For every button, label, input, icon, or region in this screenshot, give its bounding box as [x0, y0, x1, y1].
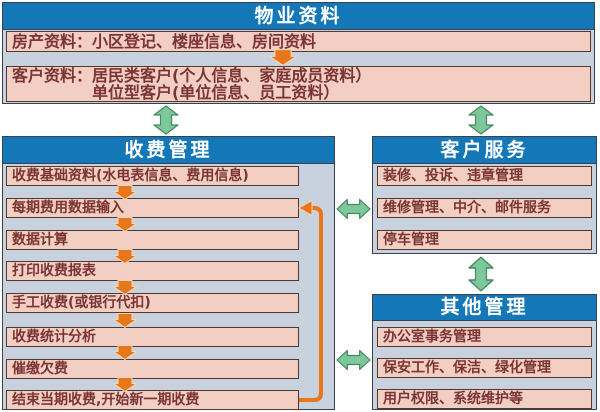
other-management-title: 其他管理 [373, 295, 596, 321]
fee-step-print-report: 打印收费报表 [6, 261, 299, 281]
down-arrow-icon [113, 185, 137, 200]
fee-step-calculation: 数据计算 [6, 230, 299, 250]
other-item-office: 办公室事务管理 [377, 327, 592, 347]
down-arrow-icon [113, 280, 137, 295]
down-arrow-icon [113, 217, 137, 232]
down-arrow-icon [113, 249, 137, 264]
customer-info-line: 单位型客户(单位信息、员工资料） [92, 83, 340, 102]
fee-management-panel: 收费管理 收费基础资料(水电表信息、费用信息) 每期费用数据输入 数据计算 打印… [2, 136, 335, 410]
fee-step-base-data: 收费基础资料(水电表信息、费用信息) [6, 166, 299, 186]
double-arrow-vertical-icon [468, 105, 494, 135]
property-info-panel: 物业资料 房产资料：小区登记、楼座信息、房间资料 客户资料： 居民类客户(个人信… [2, 2, 595, 104]
down-arrow-icon [113, 345, 137, 360]
customer-info-line: 居民类客户(个人信息、家庭成员资料） [92, 66, 372, 85]
down-arrow-icon [113, 313, 137, 328]
customer-info-lines: 居民类客户(个人信息、家庭成员资料） 单位型客户(单位信息、员工资料） [92, 67, 371, 101]
customer-service-title: 客户服务 [373, 137, 596, 164]
estate-info-row: 房产资料：小区登记、楼座信息、房间资料 [6, 31, 591, 52]
down-arrow-icon [113, 377, 137, 392]
other-item-security: 保安工作、保洁、绿化管理 [377, 358, 592, 378]
customer-service-panel: 客户服务 装修、投诉、违章管理 维修管理、中介、邮件服务 停车管理 [372, 136, 597, 254]
service-item-decoration: 装修、投诉、违章管理 [377, 166, 592, 186]
other-item-sysadmin: 用户权限、系统维护等 [377, 389, 592, 409]
double-arrow-horizontal-icon [336, 349, 371, 371]
fee-step-manual-fee: 手工收费(或银行代扣) [6, 293, 299, 313]
double-arrow-vertical-icon [468, 256, 494, 292]
customer-info-row: 客户资料： 居民类客户(个人信息、家庭成员资料） 单位型客户(单位信息、员工资料… [6, 66, 591, 102]
double-arrow-vertical-icon [153, 105, 179, 135]
property-info-title: 物业资料 [3, 3, 594, 30]
fee-step-statistics: 收费统计分析 [6, 327, 299, 347]
fee-step-close-period: 结束当期收费,开始新一期收费 [6, 390, 299, 410]
loopback-arrow-icon [297, 199, 323, 402]
customer-info-label: 客户资料： [12, 66, 93, 85]
service-item-maintenance: 维修管理、中介、邮件服务 [377, 198, 592, 218]
other-management-panel: 其他管理 办公室事务管理 保安工作、保洁、绿化管理 用户权限、系统维护等 [372, 294, 597, 410]
double-arrow-horizontal-icon [336, 198, 371, 220]
fee-step-data-input: 每期费用数据输入 [6, 198, 299, 218]
service-item-parking: 停车管理 [377, 230, 592, 250]
fee-management-title: 收费管理 [3, 137, 334, 164]
fee-step-arrears: 催缴欠费 [6, 359, 299, 379]
down-arrow-icon [269, 49, 297, 66]
